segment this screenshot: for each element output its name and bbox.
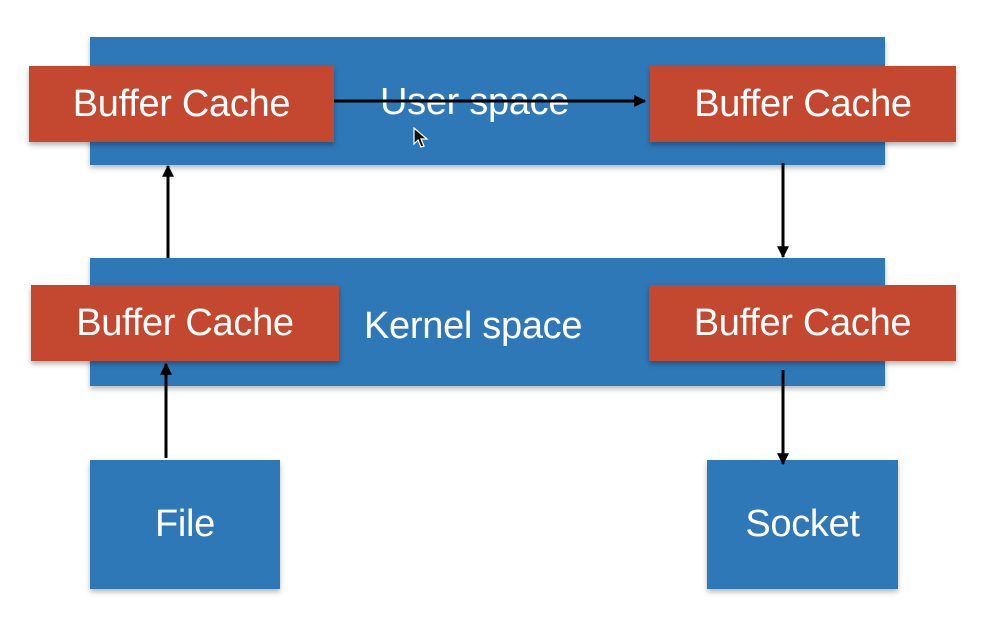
mouse-cursor-icon [413,127,429,148]
file-box: File [90,460,280,589]
socket-box: Socket [707,460,898,589]
kernel-space-label: Kernel space [364,305,583,347]
socket-label: Socket [745,503,860,545]
user-buffer-cache-left-label: Buffer Cache [72,82,291,125]
user-buffer-cache-right-label: Buffer Cache [694,82,912,125]
user-buffer-cache-left: Buffer Cache [29,66,334,142]
file-label: File [154,503,216,545]
kernel-buffer-cache-right: Buffer Cache [649,285,956,361]
user-space-label: User space [380,81,570,123]
user-buffer-cache-right: Buffer Cache [650,66,956,142]
kernel-buffer-cache-left: Buffer Cache [31,285,339,361]
kernel-buffer-cache-right-label: Buffer Cache [693,301,912,344]
kernel-buffer-cache-left-label: Buffer Cache [76,301,294,344]
